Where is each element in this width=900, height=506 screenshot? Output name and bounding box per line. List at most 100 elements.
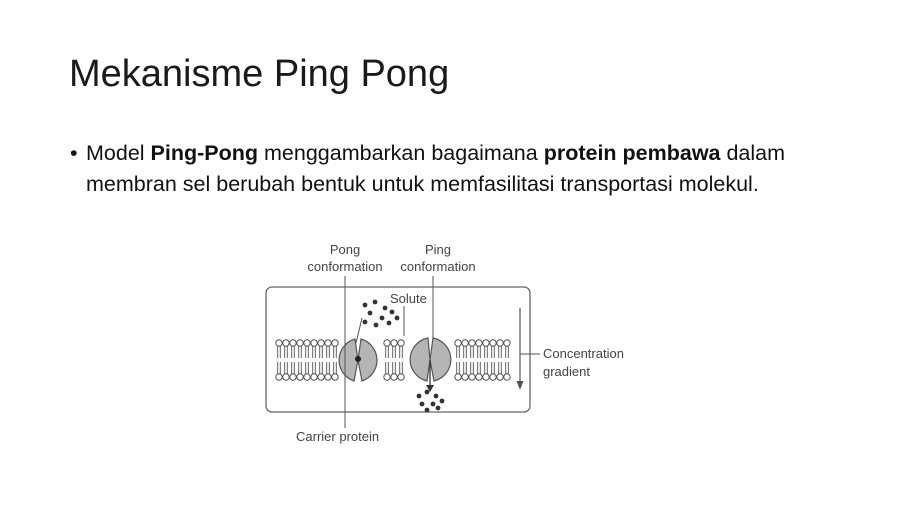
lipid-tail-top — [498, 346, 502, 358]
lipid-tail-top — [319, 346, 323, 358]
lipid-head-top — [454, 339, 462, 347]
lipid-tail-bottom — [392, 362, 396, 374]
lipid-tail-bottom — [319, 362, 323, 374]
lipid-head-bottom — [397, 373, 405, 381]
lipid-tail-bottom — [326, 362, 330, 374]
lipid-head-top — [275, 339, 283, 347]
lipid-tail-bottom — [305, 362, 309, 374]
lipid-head-top — [324, 339, 332, 347]
lipid-tail-bottom — [477, 362, 481, 374]
lipid-tail-top — [399, 346, 403, 358]
gradient-arrow-head — [516, 381, 524, 390]
ping-carrier-protein — [409, 337, 452, 392]
lipid-tail-top — [484, 346, 488, 358]
lipid-tail-bottom — [277, 362, 281, 374]
lipid-tail-bottom — [385, 362, 389, 374]
label-carrier-protein: Carrier protein — [296, 429, 379, 444]
lipid-head-top — [296, 339, 304, 347]
lipid-head-bottom — [390, 373, 398, 381]
ping-arrow-head — [426, 385, 434, 392]
lipid-head-bottom — [475, 373, 483, 381]
solute-molecule — [367, 310, 373, 316]
lipid-tail-bottom — [298, 362, 302, 374]
label-ping-line2: conformation — [400, 259, 475, 274]
lipid-tail-top — [291, 346, 295, 358]
lipid-tail-top — [470, 346, 474, 358]
solute-molecule — [430, 401, 436, 407]
lipid-tail-top — [277, 346, 281, 358]
lipid-tail-top — [333, 346, 337, 358]
lipid-head-bottom — [317, 373, 325, 381]
solute-molecule — [439, 398, 445, 404]
solute-molecule — [419, 401, 425, 407]
lipid-head-top — [317, 339, 325, 347]
lipid-tail-top — [491, 346, 495, 358]
lipid-tail-top — [385, 346, 389, 358]
lipid-head-top — [468, 339, 476, 347]
lipid-head-bottom — [489, 373, 497, 381]
lipid-head-top — [289, 339, 297, 347]
label-solute: Solute — [390, 291, 427, 306]
ping-protein-left-half — [409, 337, 431, 382]
pong-protein-left-half — [338, 338, 359, 382]
bullet-text-seg3: menggambarkan bagaimana — [258, 141, 544, 165]
solute-molecule — [372, 299, 378, 305]
lipid-head-bottom — [296, 373, 304, 381]
solute-molecule — [362, 319, 368, 325]
bullet-list: • Model Ping-Pong menggambarkan bagaiman… — [70, 138, 840, 200]
solute-molecule — [424, 407, 430, 413]
lipid-head-bottom — [289, 373, 297, 381]
lipid-tail-top — [456, 346, 460, 358]
lipid-head-bottom — [496, 373, 504, 381]
lipid-head-top — [475, 339, 483, 347]
lipid-tail-bottom — [333, 362, 337, 374]
solute-molecule — [362, 302, 368, 308]
ping-protein-right-half — [429, 337, 452, 382]
lipid-tail-bottom — [505, 362, 509, 374]
lipid-head-top — [496, 339, 504, 347]
solute-molecule — [433, 393, 439, 399]
lipid-head-bottom — [383, 373, 391, 381]
pong-carrier-protein — [338, 338, 378, 382]
lipid-tail-bottom — [491, 362, 495, 374]
solute-cluster-inside — [416, 389, 445, 413]
bullet-text: Model Ping-Pong menggambarkan bagaimana … — [86, 138, 840, 200]
lipid-head-bottom — [275, 373, 283, 381]
slide-title: Mekanisme Ping Pong — [69, 53, 450, 95]
lipid-head-top — [390, 339, 398, 347]
lipid-head-top — [282, 339, 290, 347]
lipid-tail-bottom — [284, 362, 288, 374]
lipid-head-bottom — [468, 373, 476, 381]
lipid-tail-top — [312, 346, 316, 358]
cell-outline — [265, 286, 531, 413]
lipid-head-top — [303, 339, 311, 347]
lipid-tail-bottom — [484, 362, 488, 374]
lipid-tail-top — [298, 346, 302, 358]
lipid-tail-bottom — [498, 362, 502, 374]
bullet-marker: • — [70, 141, 78, 165]
label-pong-line2: conformation — [307, 259, 382, 274]
lipid-tail-bottom — [399, 362, 403, 374]
label-gradient-line2: gradient — [543, 364, 590, 379]
solute-molecule — [379, 315, 385, 321]
lipid-head-top — [489, 339, 497, 347]
lipid-tail-bottom — [291, 362, 295, 374]
lipid-tail-top — [463, 346, 467, 358]
lipid-tail-bottom — [456, 362, 460, 374]
lipid-tail-bottom — [470, 362, 474, 374]
solute-molecule — [382, 305, 388, 311]
lipid-head-bottom — [303, 373, 311, 381]
lipid-head-bottom — [454, 373, 462, 381]
solute-molecule — [386, 320, 392, 326]
lipid-head-top — [461, 339, 469, 347]
lipid-head-bottom — [331, 373, 339, 381]
lipid-tail-bottom — [463, 362, 467, 374]
solute-molecule — [424, 389, 430, 395]
lipid-head-bottom — [461, 373, 469, 381]
solute-cluster-outside — [362, 299, 400, 328]
solute-molecule — [416, 393, 422, 399]
pong-pointer-line — [355, 317, 363, 344]
bullet-item: • Model Ping-Pong menggambarkan bagaiman… — [70, 138, 840, 200]
solute-molecule — [394, 315, 400, 321]
